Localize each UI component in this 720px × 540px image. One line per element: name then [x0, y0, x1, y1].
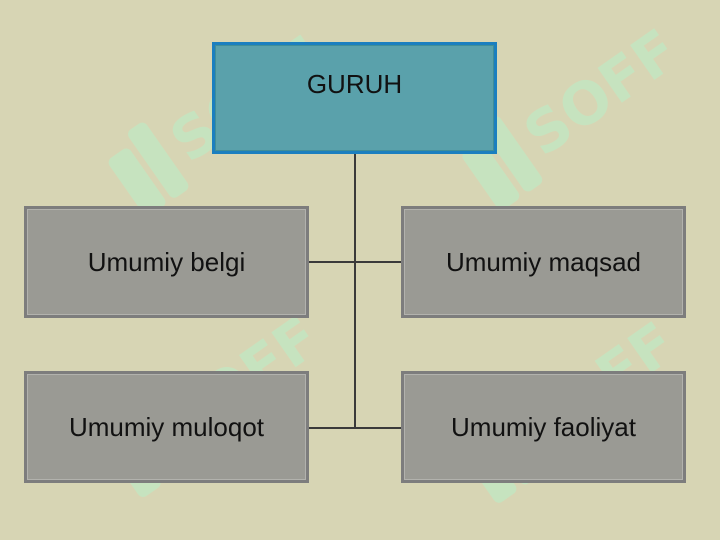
child-node-label: Umumiy muloqot [68, 412, 265, 442]
root-node-label: GURUH [306, 69, 403, 99]
child-node-umumiy-belgi: Umumiy belgi [24, 206, 309, 318]
child-node-umumiy-faoliyat: Umumiy faoliyat [401, 371, 686, 483]
child-node-umumiy-maqsad: Umumiy maqsad [401, 206, 686, 318]
child-node-label: Umumiy belgi [87, 247, 246, 277]
child-node-label: Umumiy maqsad [445, 247, 642, 277]
child-node-umumiy-muloqot: Umumiy muloqot [24, 371, 309, 483]
child-node-label: Umumiy faoliyat [451, 412, 636, 442]
root-node: GURUH [212, 42, 497, 154]
